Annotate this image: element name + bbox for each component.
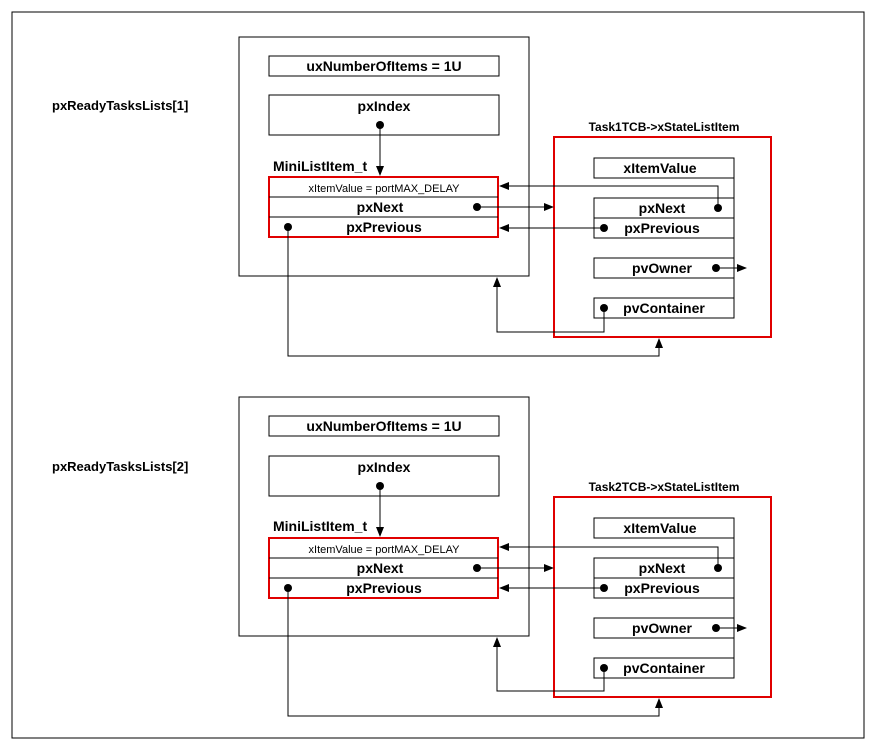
task-owner-text: pvOwner [632,620,692,636]
task-container-to-list-arrow [493,277,605,333]
mini-item-value-text: xItemValue = portMAX_DELAY [309,544,461,556]
task-container-box [593,297,735,319]
task-list-item-box [553,496,772,698]
ready-list-1: pxReadyTasksLists[1] uxNumberOfItems = 1… [52,36,772,357]
task-container-box [593,657,735,679]
task-list-item-box [553,136,772,338]
task-item-value-box [593,517,735,539]
mini-prev-to-task-arrow [287,588,663,717]
task-title: Task2TCB->xStateListItem [589,480,740,494]
px-index-box [268,455,500,497]
task-px-previous-text: pxPrevious [624,220,700,236]
diagram-frame [11,11,865,739]
ready-list-2: pxReadyTasksLists[2] uxNumberOfItems = 1… [52,396,772,717]
mini-list-item-label: MiniListItem_t [273,518,367,534]
mini-px-previous-text: pxPrevious [346,580,422,596]
task-owner-text: pvOwner [632,260,692,276]
mini-list-item-label: MiniListItem_t [273,158,367,174]
mini-prev-to-task-arrow [287,227,663,357]
task-next-to-mini-arrow [499,182,719,208]
list-label: pxReadyTasksLists[1] [52,98,188,113]
mini-item-value-text: xItemValue = portMAX_DELAY [309,183,461,195]
list-container-box [238,396,530,637]
task-container-to-list-arrow [493,637,605,692]
px-index-box [268,94,500,136]
task-px-previous-text: pxPrevious [624,580,700,596]
ux-number-of-items-text: uxNumberOfItems = 1U [306,418,461,434]
task-next-to-mini-arrow [499,543,719,568]
task-item-value-text: xItemValue [623,160,696,176]
mini-px-next-text: pxNext [357,560,404,576]
task-title: Task1TCB->xStateListItem [589,120,740,134]
list-container-box [238,36,530,277]
mini-px-next-text: pxNext [357,199,404,215]
task-item-value-box [593,157,735,179]
task-px-next-text: pxNext [639,200,686,216]
ux-number-of-items-text: uxNumberOfItems = 1U [306,58,461,74]
px-index-text: pxIndex [358,98,411,114]
task-item-value-text: xItemValue [623,520,696,536]
ux-number-of-items-box [268,415,500,437]
ux-number-of-items-box [268,55,500,77]
task-px-next-text: pxNext [639,560,686,576]
task-container-text: pvContainer [623,660,705,676]
mini-px-previous-text: pxPrevious [346,219,422,235]
task-container-text: pvContainer [623,300,705,316]
px-index-text: pxIndex [358,459,411,475]
list-label: pxReadyTasksLists[2] [52,459,188,474]
